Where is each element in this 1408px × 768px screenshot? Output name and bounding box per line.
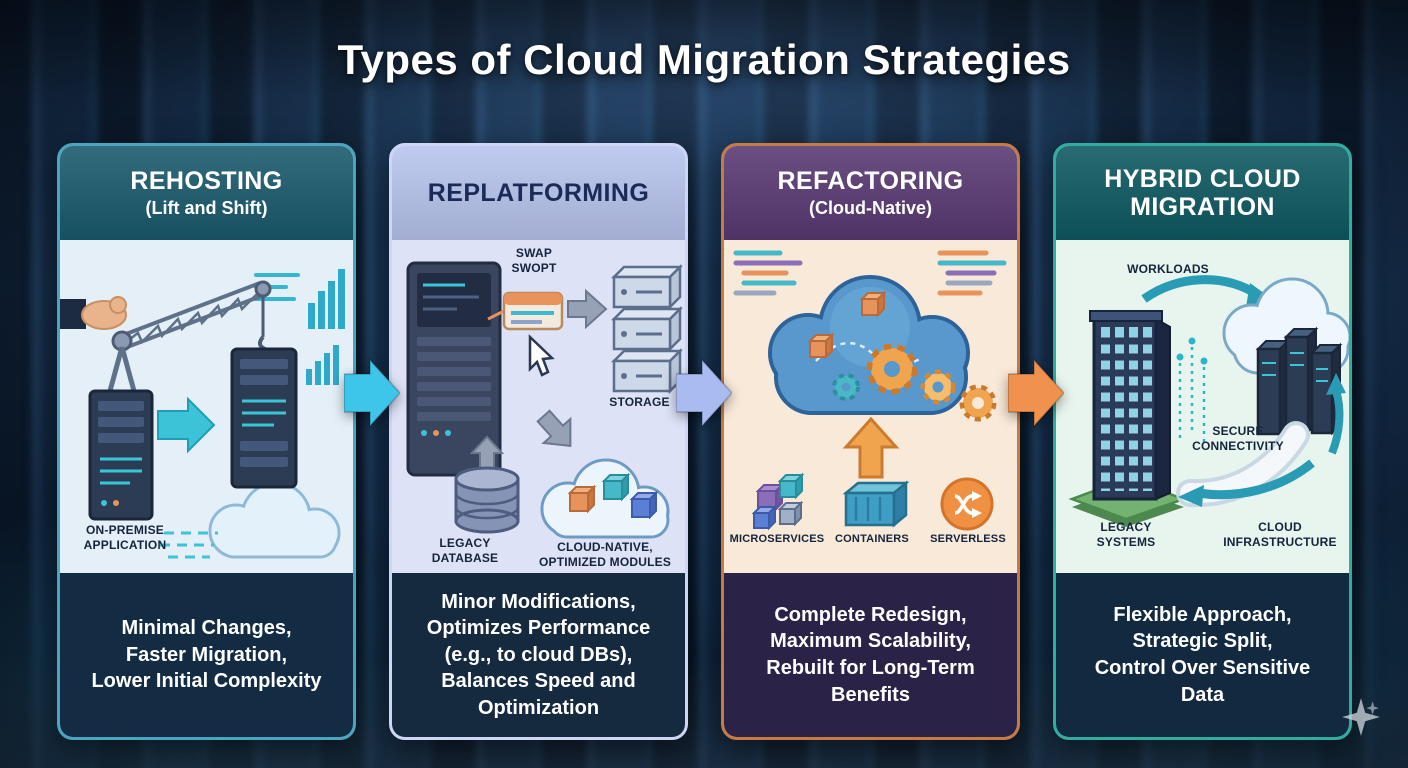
card-rehosting: REHOSTING (Lift and Shift) — [57, 143, 356, 740]
containers-icon — [842, 480, 910, 528]
label-serverless: SERVERLESS — [930, 533, 1006, 545]
label-swap: SWAP SWOPT — [511, 246, 557, 275]
replatforming-art — [406, 261, 684, 539]
refactoring-illustration: MICROSERVICES CONTAINERS SERVERLESS — [724, 240, 1017, 573]
code-lines-right-icon — [937, 250, 1007, 296]
lifted-server-icon — [230, 347, 298, 489]
label-legacy-database: LEGACY DATABASE — [431, 536, 499, 565]
flow-arrow-2 — [676, 357, 732, 429]
replatforming-benefits: Minor Modifications, Optimizes Performan… — [392, 573, 685, 737]
cloud-gears-icon — [768, 275, 970, 415]
rehosting-art — [60, 269, 345, 559]
swap-arrow-icon — [567, 288, 608, 330]
rehosting-benefits: Minimal Changes, Faster Migration, Lower… — [60, 573, 353, 737]
card-subtitle: (Cloud-Native) — [809, 198, 932, 218]
label-on-premise-application: ON-PREMISE APPLICATION — [83, 523, 167, 552]
card-title: REFACTORING — [777, 167, 964, 195]
down-right-arrow-icon — [536, 409, 572, 447]
card-subtitle: (Lift and Shift) — [145, 198, 268, 218]
cloud-servers-icon — [1255, 326, 1343, 437]
flow-arrow-3 — [1008, 357, 1064, 429]
benefits-text: Complete Redesign, Maximum Scalability, … — [766, 603, 975, 706]
label-containers: CONTAINERS — [835, 533, 909, 545]
flow-arrow-1 — [344, 357, 400, 429]
label-secure-connectivity: SECURE CONNECTIVITY — [1192, 424, 1284, 453]
cloud-up-arrow-icon — [1326, 373, 1346, 455]
code-lines-left-icon — [733, 250, 803, 296]
card-title: REPLATFORMING — [427, 179, 650, 207]
legacy-database-icon — [454, 466, 520, 534]
benefits-text: Minimal Changes, Faster Migration, Lower… — [91, 617, 322, 693]
sparkle-icon — [1342, 698, 1380, 736]
benefits-text: Flexible Approach, Strategic Split, Cont… — [1094, 603, 1311, 706]
card-header: REFACTORING (Cloud-Native) — [724, 146, 1017, 240]
label-cloud-native-modules: CLOUD-NATIVE, OPTIMIZED MODULES — [538, 540, 672, 569]
replatforming-illustration: SWAP SWOPT STORAGE LEGACY DATABASE CLOUD… — [392, 240, 685, 573]
label-cloud-infrastructure: CLOUD INFRASTRUCTURE — [1223, 520, 1337, 549]
bar-chart-icon — [306, 269, 345, 385]
benefits-text: Minor Modifications, Optimizes Performan… — [426, 590, 651, 719]
hybrid-illustration: WORKLOADS SECURE CONNECTIVITY LEGACY SYS… — [1056, 240, 1349, 573]
cursor-icon — [528, 334, 555, 377]
server-rack-icon — [406, 261, 502, 477]
page-title: Types of Cloud Migration Strategies — [337, 36, 1071, 83]
circuit-dots-icon — [1176, 337, 1208, 447]
rehosting-illustration: ON-PREMISE APPLICATION — [60, 240, 353, 573]
outer-gear-icon — [959, 384, 997, 422]
storage-stack-icon — [610, 263, 684, 395]
scale-up-arrow-icon — [842, 416, 900, 479]
label-microservices: MICROSERVICES — [729, 533, 825, 545]
on-premise-server-icon — [88, 389, 154, 521]
cloud-icon — [208, 481, 341, 559]
module-card-icon — [502, 291, 564, 331]
card-replatforming: REPLATFORMING — [389, 143, 688, 740]
card-header: REPLATFORMING — [392, 146, 685, 240]
card-title: REHOSTING — [130, 167, 283, 195]
crane-icon — [107, 280, 272, 392]
migrate-arrow-icon — [157, 396, 216, 454]
hybrid-benefits: Flexible Approach, Strategic Split, Cont… — [1056, 573, 1349, 737]
card-header: REHOSTING (Lift and Shift) — [60, 146, 353, 240]
card-header: HYBRID CLOUD MIGRATION — [1056, 146, 1349, 240]
card-refactoring: REFACTORING (Cloud-Native) — [721, 143, 1020, 740]
module-connector — [487, 309, 505, 321]
hybrid-art — [1068, 275, 1349, 527]
refactoring-art — [733, 250, 1007, 531]
card-hybrid-cloud: HYBRID CLOUD MIGRATION — [1053, 143, 1352, 740]
label-legacy-systems: LEGACY SYSTEMS — [1096, 520, 1156, 549]
card-title: HYBRID CLOUD MIGRATION — [1104, 165, 1301, 221]
label-storage: STORAGE — [609, 395, 670, 409]
dashed-lines-icon — [160, 531, 218, 559]
workloads-arrow-icon — [1141, 275, 1272, 307]
serverless-icon — [940, 477, 994, 531]
label-workloads: WORKLOADS — [1127, 262, 1209, 276]
legacy-building-icon — [1089, 310, 1171, 501]
refactoring-benefits: Complete Redesign, Maximum Scalability, … — [724, 573, 1017, 737]
microservices-icon — [751, 472, 805, 531]
cloud-modules-icon — [540, 458, 670, 539]
hand-icon — [60, 296, 127, 330]
return-arrow-icon — [1178, 459, 1315, 507]
